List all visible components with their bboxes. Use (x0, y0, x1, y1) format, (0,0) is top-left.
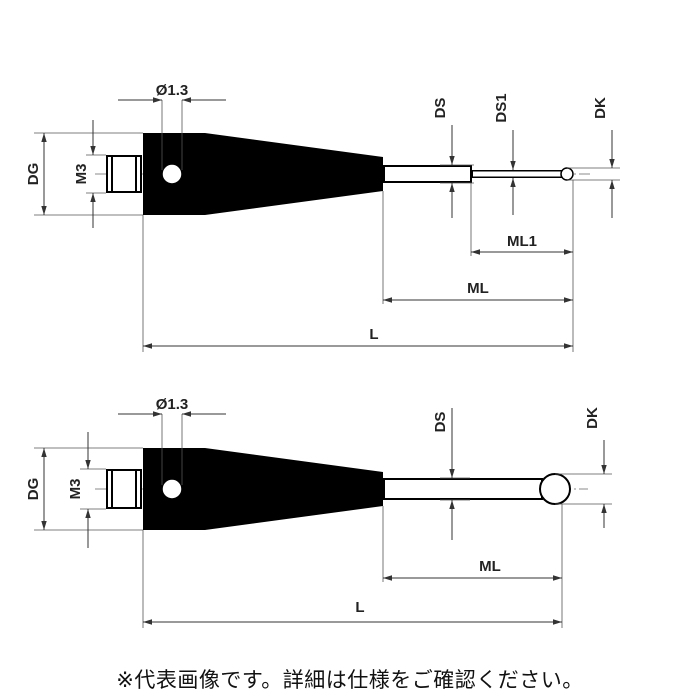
top-dg-label: DG (25, 163, 42, 186)
bottom-dk-label: DK (584, 407, 601, 429)
top-stylus-view: Ø1.3 DG M3 DS DS1 DK ML1 (25, 82, 620, 352)
top-thin-stem (472, 170, 562, 178)
bottom-ds-label: DS (432, 412, 449, 433)
top-ds-label: DS (432, 98, 449, 119)
footnote: ※代表画像です。詳細は仕様をご確認ください。 (116, 668, 584, 692)
top-l-label: L (369, 326, 378, 343)
top-hole-dim-label: Ø1.3 (156, 82, 189, 99)
top-ball (560, 167, 574, 181)
bottom-m3-label: M3 (67, 479, 84, 500)
top-thread (106, 155, 142, 193)
top-m3-label: M3 (73, 164, 90, 185)
bottom-hole (161, 478, 183, 500)
top-cone (205, 133, 383, 215)
bottom-cone (205, 448, 383, 530)
top-hole (161, 163, 183, 185)
bottom-ball (539, 473, 571, 505)
bottom-hole-dim-label: Ø1.3 (156, 396, 189, 413)
bottom-stylus-view: Ø1.3 DG M3 DS DK ML L (25, 396, 612, 628)
bottom-thread (106, 469, 142, 509)
top-stem (383, 165, 472, 183)
top-dk-label: DK (592, 97, 609, 119)
top-ds1-label: DS1 (493, 93, 510, 122)
bottom-l-label: L (355, 599, 364, 616)
top-ml1-label: ML1 (507, 233, 537, 250)
bottom-ml-label: ML (479, 558, 501, 575)
technical-drawing: Ø1.3 DG M3 DS DS1 DK ML1 (25, 82, 620, 628)
bottom-dg-label: DG (25, 478, 42, 501)
bottom-stem (383, 478, 543, 500)
top-ml-label: ML (467, 280, 489, 297)
